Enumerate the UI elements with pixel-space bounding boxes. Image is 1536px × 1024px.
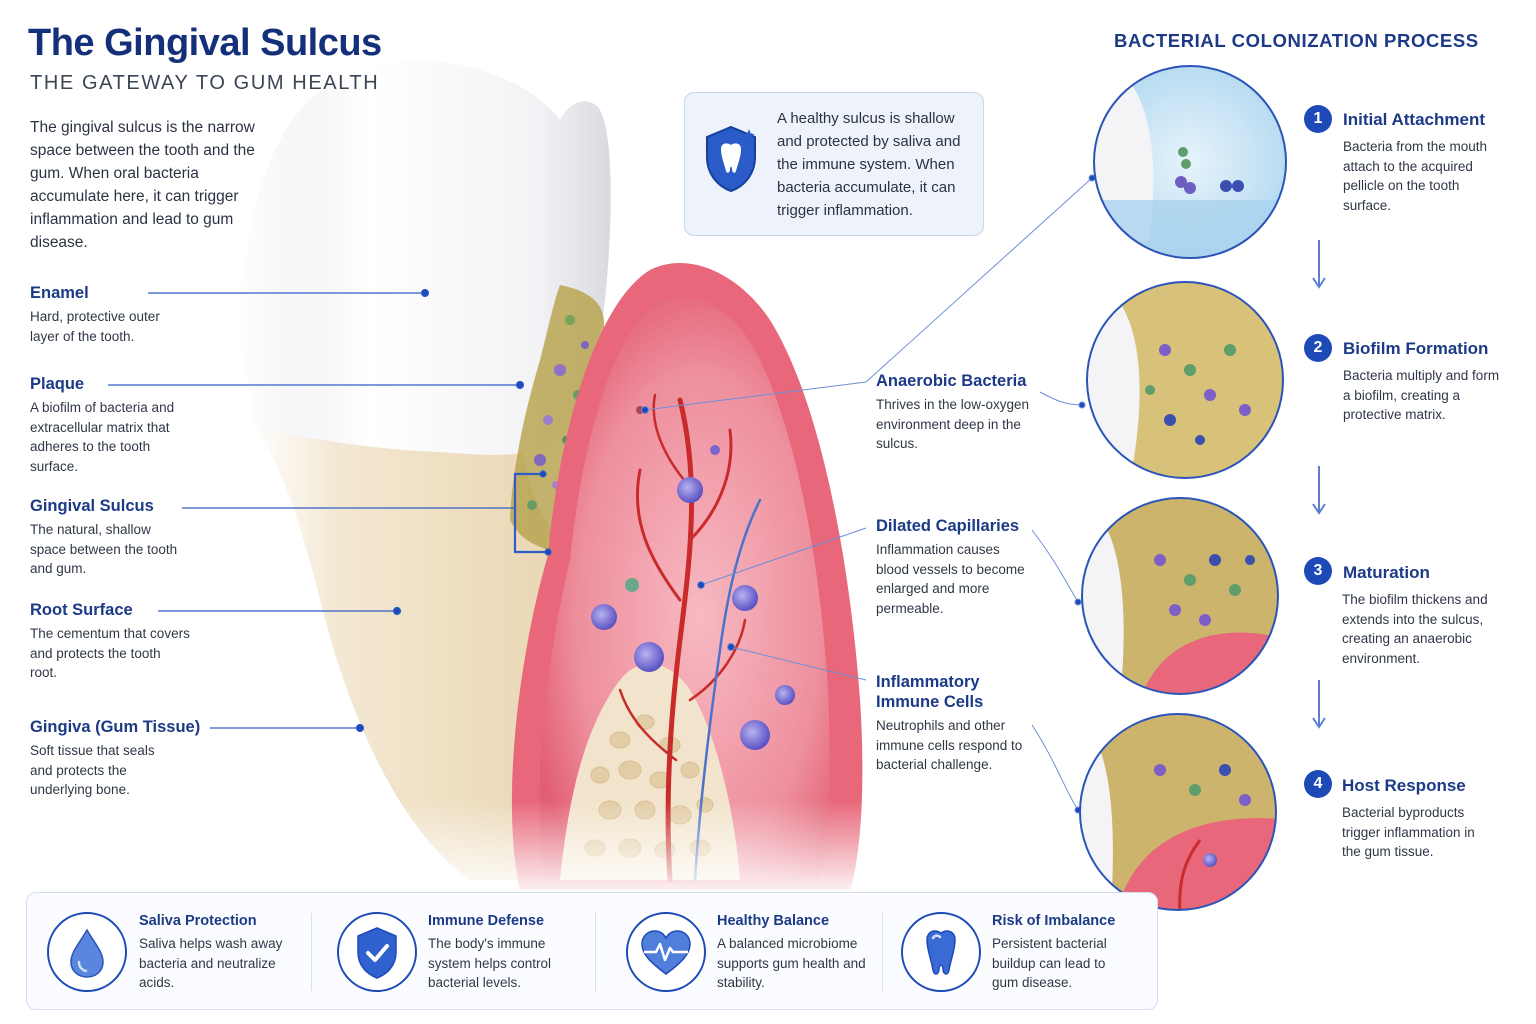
summary-title: Healthy Balance [717, 913, 830, 929]
callout-text: A healthy sulcus is shallow and protecte… [777, 110, 961, 219]
label-title: Dilated Capillaries [876, 517, 1020, 535]
summary-healthy-balance: Healthy Balance A balanced microbiome su… [607, 893, 887, 1011]
summary-desc: Persistent bacterial buildup can lead to… [992, 936, 1107, 990]
shield-check-icon [337, 912, 417, 992]
label-plaque: Plaque A biofilm of bacteria and extrace… [30, 375, 190, 476]
label-title: Root Surface [30, 601, 133, 619]
label-anaerobic-bacteria: Anaerobic Bacteria Thrives in the low-ox… [876, 372, 1051, 454]
summary-desc: Saliva helps wash away bacteria and neut… [139, 936, 283, 990]
label-enamel: Enamel Hard, protective outer layer of t… [30, 284, 190, 346]
label-desc: Hard, protective outer layer of the toot… [30, 309, 160, 344]
arrow-down-icon [1312, 240, 1326, 289]
summary-risk-of-imbalance: Risk of Imbalance Persistent bacterial b… [887, 893, 1157, 1011]
label-dilated-capillaries: Dilated Capillaries Inflammation causes … [876, 517, 1026, 618]
step-number: 3 [1304, 557, 1332, 585]
summary-desc: The body's immune system helps control b… [428, 936, 552, 990]
process-circle-2 [1086, 281, 1284, 479]
step-number: 2 [1304, 334, 1332, 362]
summary-title: Risk of Imbalance [992, 913, 1116, 929]
divider [882, 913, 883, 991]
summary-desc: A balanced microbiome supports gum healt… [717, 936, 866, 990]
arrow-down-icon [1312, 680, 1326, 729]
summary-saliva-protection: Saliva Protection Saliva helps wash away… [27, 893, 312, 1011]
step-title: Biofilm Formation [1343, 339, 1489, 358]
bottom-summary-panel: Saliva Protection Saliva helps wash away… [26, 892, 1158, 1010]
label-desc: Soft tissue that seals and protects the … [30, 743, 155, 797]
process-circle-1 [1093, 65, 1287, 259]
summary-title: Immune Defense [428, 913, 545, 929]
label-title: Inflammatory Immune Cells [876, 673, 984, 711]
process-circle-3 [1081, 497, 1279, 695]
left-leader-lines [108, 288, 552, 733]
step-desc: Bacterial byproducts trigger inflammatio… [1342, 805, 1475, 859]
step-title: Maturation [1343, 563, 1430, 582]
label-desc: The cementum that covers and protects th… [30, 626, 190, 680]
step-desc: Bacteria from the mouth attach to the ac… [1343, 139, 1488, 213]
summary-title: Saliva Protection [139, 913, 257, 929]
step-title: Host Response [1342, 776, 1466, 795]
label-desc: A biofilm of bacteria and extracellular … [30, 400, 175, 474]
shield-tooth-icon [706, 125, 756, 193]
label-title: Plaque [30, 375, 85, 393]
label-immune-cells: Inflammatory Immune Cells Neutrophils an… [876, 672, 1026, 775]
page-title: The Gingival Sulcus [28, 22, 382, 64]
divider [595, 913, 596, 991]
arrow-down-icon [1312, 466, 1326, 515]
info-callout: A healthy sulcus is shallow and protecte… [684, 92, 984, 236]
label-title: Anaerobic Bacteria [876, 372, 1027, 390]
label-gingival-sulcus: Gingival Sulcus The natural, shallow spa… [30, 497, 190, 579]
step-number: 1 [1304, 105, 1332, 133]
summary-immune-defense: Immune Defense The body's immune system … [317, 893, 597, 1011]
step-desc: The biofilm thickens and extends into th… [1342, 592, 1488, 666]
label-title: Gingiva (Gum Tissue) [30, 718, 201, 736]
step-desc: Bacteria multiply and form a biofilm, cr… [1343, 368, 1500, 422]
label-root-surface: Root Surface The cementum that covers an… [30, 601, 190, 683]
process-title: BACTERIAL COLONIZATION PROCESS [1114, 30, 1479, 51]
water-drop-icon [47, 912, 127, 992]
process-circle-4 [1079, 713, 1277, 911]
label-desc: Neutrophils and other immune cells respo… [876, 718, 1023, 772]
intro-text: The gingival sulcus is the narrow space … [30, 119, 255, 251]
tooth-icon [901, 912, 981, 992]
label-desc: The natural, shallow space between the t… [30, 522, 178, 576]
step-title: Initial Attachment [1343, 110, 1485, 129]
label-title: Enamel [30, 284, 89, 302]
step-number: 4 [1304, 770, 1332, 798]
label-title: Gingival Sulcus [30, 497, 154, 515]
divider [311, 913, 312, 991]
label-gingiva: Gingiva (Gum Tissue) Soft tissue that se… [30, 718, 220, 800]
immune-cells [591, 406, 795, 750]
heart-pulse-icon [626, 912, 706, 992]
label-desc: Thrives in the low-oxygen environment de… [876, 397, 1030, 451]
page-subtitle: THE GATEWAY TO GUM HEALTH [30, 72, 380, 94]
label-desc: Inflammation causes blood vessels to bec… [876, 542, 1025, 616]
